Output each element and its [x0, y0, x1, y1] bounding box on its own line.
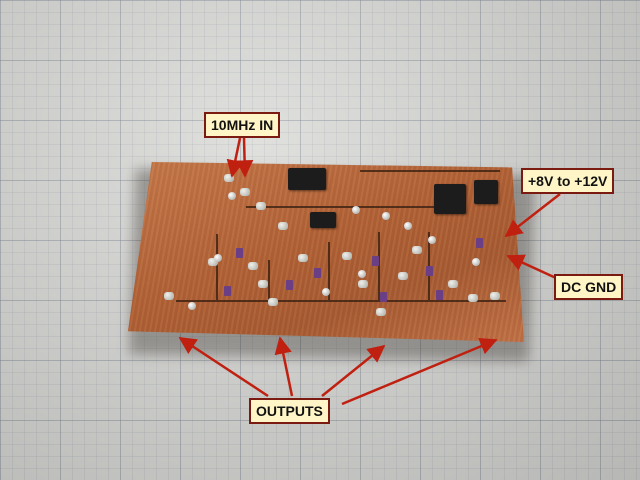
via [428, 236, 436, 244]
via [472, 258, 480, 266]
solder-pad [468, 294, 478, 302]
capacitor [314, 268, 321, 278]
solder-pad [298, 254, 308, 262]
voltage-regulator [434, 184, 466, 214]
arrow-input-1 [226, 137, 244, 178]
via [352, 206, 360, 214]
arrow-power [504, 193, 561, 238]
pcb-trace [216, 234, 218, 300]
label-10mhz-in: 10MHz IN [204, 112, 281, 138]
arrow-output-1 [178, 336, 269, 398]
solder-pad [278, 222, 288, 230]
solder-pad [256, 202, 266, 210]
via [228, 192, 236, 200]
pcb-trace [378, 232, 380, 300]
smd-ic [310, 212, 336, 228]
solder-pad [248, 262, 258, 270]
capacitor [380, 292, 387, 302]
pcb-board [128, 162, 524, 342]
arrow-output-2 [274, 336, 294, 397]
capacitor [426, 266, 433, 276]
solder-pad [376, 308, 386, 316]
solder-pad [358, 280, 368, 288]
solder-pad [240, 188, 250, 196]
pcb-trace [328, 242, 330, 300]
pcb-trace [268, 260, 270, 300]
pcb-trace [246, 206, 446, 208]
capacitor [224, 286, 231, 296]
solder-pad [412, 246, 422, 254]
diode [474, 180, 498, 204]
solder-pad [398, 272, 408, 280]
arrow-ground [506, 254, 557, 280]
via [322, 288, 330, 296]
capacitor [286, 280, 293, 290]
solder-pad [258, 280, 268, 288]
via [404, 222, 412, 230]
label-outputs: OUTPUTS [249, 398, 330, 424]
solder-pad [208, 258, 218, 266]
smd-ic [288, 168, 326, 190]
solder-pad [164, 292, 174, 300]
label-dc-gnd: DC GND [554, 274, 624, 300]
arrow-input-2 [235, 137, 254, 178]
capacitor [476, 238, 483, 248]
label-power-range: +8V to +12V [521, 168, 615, 194]
capacitor [236, 248, 243, 258]
via [188, 302, 196, 310]
solder-pad [268, 298, 278, 306]
pcb-trace [176, 300, 506, 302]
arrow-output-3 [321, 344, 386, 397]
solder-pad [448, 280, 458, 288]
via [382, 212, 390, 220]
solder-pad [342, 252, 352, 260]
via [358, 270, 366, 278]
solder-pad [224, 174, 234, 182]
capacitor [436, 290, 443, 300]
arrow-output-4 [341, 337, 498, 406]
via [214, 254, 222, 262]
capacitor [372, 256, 379, 266]
pcb-trace [360, 170, 500, 172]
solder-pad [490, 292, 500, 300]
